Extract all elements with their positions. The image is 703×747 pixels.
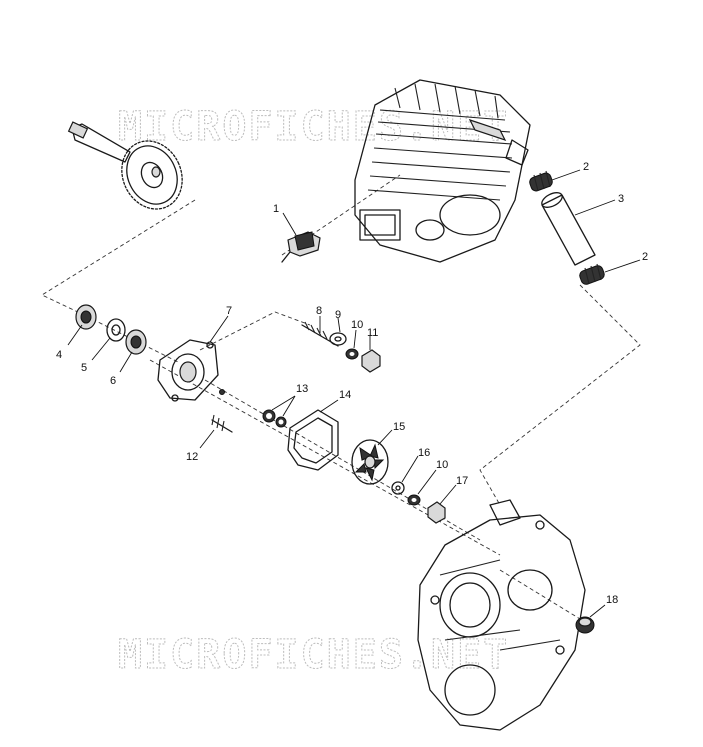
callout-10-lower: 10 <box>436 459 448 471</box>
callout-9: 9 <box>335 309 341 321</box>
callout-3: 3 <box>618 193 624 205</box>
part-10-lock-washer-upper <box>345 348 359 360</box>
part-3-coolant-hose <box>541 192 596 266</box>
part-9-washer <box>329 332 347 346</box>
part-2-hose-clamp-lower <box>579 263 605 285</box>
callout-1: 1 <box>273 203 279 215</box>
callout-12: 12 <box>186 451 198 463</box>
part-17-nut <box>427 501 446 524</box>
part-1-temperature-sensor <box>281 231 321 263</box>
callout-2-upper: 2 <box>583 161 589 173</box>
callout-2-lower: 2 <box>642 251 648 263</box>
callout-7: 7 <box>226 305 232 317</box>
part-2-hose-clamp-upper <box>529 170 553 192</box>
engine-cylinder <box>354 79 531 263</box>
part-13-o-rings <box>262 409 287 428</box>
part-18-drain-plug <box>575 616 595 634</box>
callout-4: 4 <box>56 349 62 361</box>
callout-6: 6 <box>110 375 116 387</box>
part-6-seal <box>125 329 147 355</box>
part-10-lock-washer-lower <box>407 494 421 506</box>
callout-8: 8 <box>316 305 322 317</box>
part-5-spacer <box>106 318 126 342</box>
callout-11: 11 <box>367 327 378 339</box>
callout-18: 18 <box>606 594 618 606</box>
callout-10-upper: 10 <box>351 319 363 331</box>
part-15-impeller <box>351 439 389 485</box>
part-16-washer <box>391 481 405 495</box>
part-11-nut <box>361 349 381 373</box>
part-7-pump-housing <box>157 339 225 402</box>
crankshaft-gear-assembly <box>67 121 183 210</box>
callout-5: 5 <box>81 362 87 374</box>
part-12-stud <box>211 414 233 433</box>
part-14-gasket <box>287 409 339 471</box>
callout-numbers: 1 2 2 3 4 5 6 7 8 9 10 11 12 13 14 15 16… <box>56 161 648 606</box>
leader-lines <box>67 169 641 618</box>
part-4-bearing <box>75 304 97 330</box>
watermark-bottom: MICROFICHES.NET <box>118 632 509 678</box>
callout-13: 13 <box>296 383 308 395</box>
crankcase-half <box>417 499 586 731</box>
callout-15: 15 <box>393 421 405 433</box>
callout-17: 17 <box>456 475 468 487</box>
callout-14: 14 <box>339 389 351 401</box>
callout-16: 16 <box>418 447 430 459</box>
